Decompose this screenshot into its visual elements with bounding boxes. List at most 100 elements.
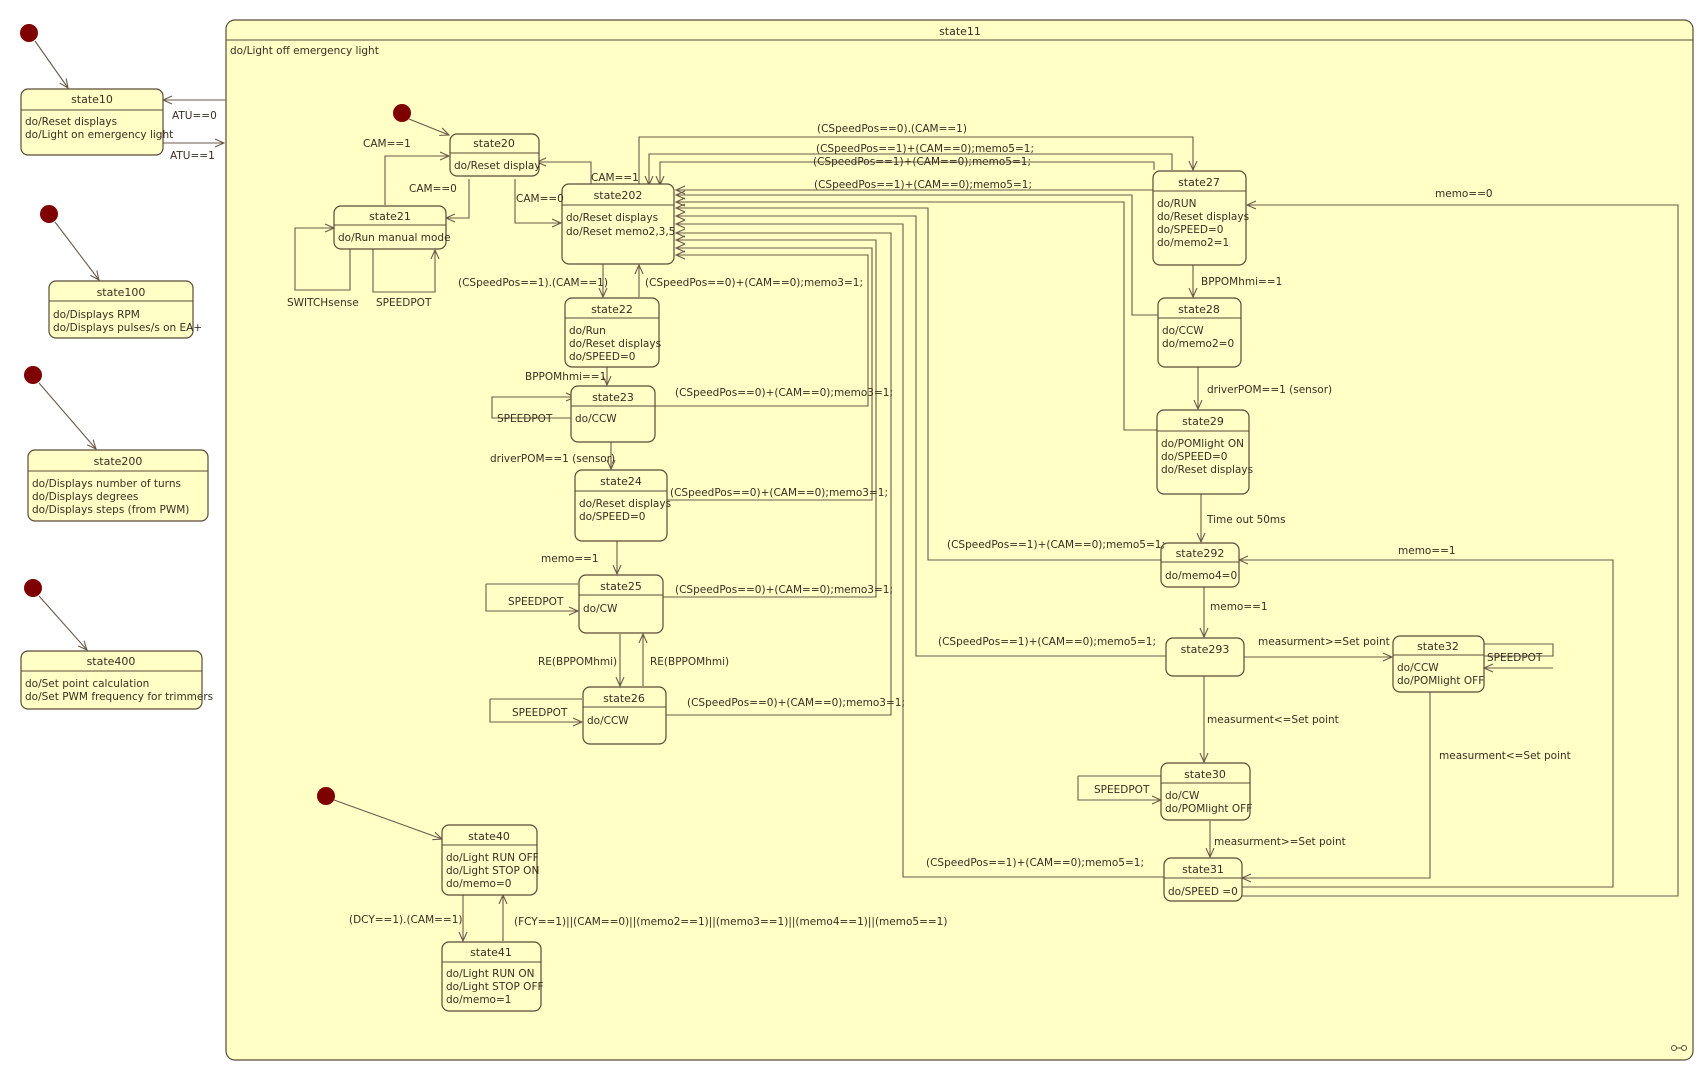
state293-title: state293 xyxy=(1181,643,1230,656)
state11-title: state11 xyxy=(939,25,981,38)
label-memo1-state25: memo==1 xyxy=(541,553,599,565)
label-memo1-state293: memo==1 xyxy=(1210,601,1268,613)
state-box-state22[interactable]: state22 do/Run do/Reset displays do/SPEE… xyxy=(564,297,661,368)
label-driverpom-state24: driverPOM==1 (sensor) xyxy=(490,453,615,465)
state28-title: state28 xyxy=(1178,303,1220,316)
state-box-state200[interactable]: state200 do/Displays number of turns do/… xyxy=(27,449,209,522)
label-fcy: (FCY==1)||(CAM==0)||(memo2==1)||(memo3==… xyxy=(514,916,947,928)
state22-title: state22 xyxy=(591,303,633,316)
label-cspeed1-memo5-state31: (CSpeedPos==1)+(CAM==0);memo5=1; xyxy=(926,857,1144,869)
state200-action-2: do/Displays degrees xyxy=(32,491,138,503)
label-top-cspeed0-cam1: (CSpeedPos==0).(CAM==1) xyxy=(817,123,967,135)
label-atu0: ATU==0 xyxy=(172,110,217,122)
state-box-state100[interactable]: state100 do/Displays RPM do/Displays pul… xyxy=(48,280,202,339)
label-cspeed0-memo3-state25: (CSpeedPos==0)+(CAM==0);memo3=1; xyxy=(675,584,893,596)
label-cspeed0-memo3-state26: (CSpeedPos==0)+(CAM==0);memo3=1; xyxy=(687,697,905,709)
label-cspeed0-memo3-state24: (CSpeedPos==0)+(CAM==0);memo3=1; xyxy=(670,487,888,499)
state-box-state41[interactable]: state41 do/Light RUN ON do/Light STOP OF… xyxy=(441,941,544,1012)
state-box-state28[interactable]: state28 do/CCW do/memo2=0 xyxy=(1157,297,1242,368)
state25-title: state25 xyxy=(600,580,642,593)
label-cspeed0-memo3-state22: (CSpeedPos==0)+(CAM==0);memo3=1; xyxy=(645,277,863,289)
signal-speedpot-state32: SPEEDPOT xyxy=(1487,652,1543,664)
label-cspeed1-cam1: (CSpeedPos==1).(CAM==1) xyxy=(458,277,608,289)
state30-action-1: do/CW xyxy=(1165,790,1200,802)
state29-title: state29 xyxy=(1182,415,1224,428)
initial-state-40[interactable] xyxy=(317,787,335,805)
state-box-state293[interactable]: state293 xyxy=(1165,637,1245,677)
signal-speedpot-state25: SPEEDPOT xyxy=(508,596,564,608)
signal-speedpot-state23: SPEEDPOT xyxy=(497,413,553,425)
label-cam1-state202: CAM==1 xyxy=(591,172,639,184)
label-meas-le-state30: measurment<=Set point xyxy=(1207,714,1339,726)
state31-title: state31 xyxy=(1182,863,1224,876)
state-box-state23[interactable]: state23 do/CCW xyxy=(570,385,656,443)
label-driverpom-state29: driverPOM==1 (sensor) xyxy=(1207,384,1332,396)
state292-title: state292 xyxy=(1176,547,1225,560)
state-box-state400[interactable]: state400 do/Set point calculation do/Set… xyxy=(20,650,213,710)
state400-action-2: do/Set PWM frequency for trimmers xyxy=(25,691,213,703)
label-memo0: memo==0 xyxy=(1435,188,1493,200)
signal-speedpot-state26: SPEEDPOT xyxy=(512,707,568,719)
state23-title: state23 xyxy=(592,391,634,404)
state41-title: state41 xyxy=(470,946,512,959)
state-box-state292[interactable]: state292 do/memo4=0 xyxy=(1160,542,1240,588)
state202-action-2: do/Reset memo2,3,5 xyxy=(566,226,675,238)
state-box-state27[interactable]: state27 do/RUN do/Reset displays do/SPEE… xyxy=(1152,170,1249,266)
state10-action-1: do/Reset displays xyxy=(25,116,117,128)
initial-state-10[interactable] xyxy=(20,24,38,42)
state100-title: state100 xyxy=(97,286,146,299)
state-box-state30[interactable]: state30 do/CW do/POMlight OFF xyxy=(1160,762,1252,821)
initial-state-400[interactable] xyxy=(24,579,42,597)
state200-title: state200 xyxy=(94,455,143,468)
state-box-state25[interactable]: state25 do/CW xyxy=(578,574,664,634)
label-meas-le-state31: measurment<=Set point xyxy=(1439,750,1571,762)
state-box-state32[interactable]: state32 do/CCW do/POMlight OFF xyxy=(1392,635,1485,693)
state10-title: state10 xyxy=(71,93,113,106)
state202-title: state202 xyxy=(594,189,643,202)
label-dcy: (DCY==1).(CAM==1) xyxy=(349,914,463,926)
state30-title: state30 xyxy=(1184,768,1226,781)
label-top-cspeed1-memo5-c: (CSpeedPos==1)+(CAM==0);memo5=1; xyxy=(814,179,1032,191)
initial-state-20[interactable] xyxy=(393,104,411,122)
state32-action-2: do/POMlight OFF xyxy=(1397,675,1484,687)
state24-action-2: do/SPEED=0 xyxy=(579,511,645,523)
state11-composite[interactable]: state11 do/Light off emergency light xyxy=(225,19,1694,1061)
label-cspeed1-memo5-state292: (CSpeedPos==1)+(CAM==0);memo5=1; xyxy=(947,539,1165,551)
label-timeout: Time out 50ms xyxy=(1206,514,1286,526)
state-box-state31[interactable]: state31 do/SPEED =0 xyxy=(1163,857,1243,902)
state22-action-1: do/Run xyxy=(569,325,606,337)
state27-action-1: do/RUN xyxy=(1157,198,1196,210)
state-box-state26[interactable]: state26 do/CCW xyxy=(582,686,667,745)
state29-action-1: do/POMlight ON xyxy=(1161,438,1244,450)
state40-title: state40 xyxy=(468,830,510,843)
state20-title: state20 xyxy=(473,137,515,150)
label-memo1-state292: memo==1 xyxy=(1398,545,1456,557)
label-cspeed0-memo3-state23: (CSpeedPos==0)+(CAM==0);memo3=1; xyxy=(675,387,893,399)
state200-action-3: do/Displays steps (from PWM) xyxy=(32,504,189,516)
state-box-state21[interactable]: state21 do/Run manual mode xyxy=(333,205,451,250)
state400-action-1: do/Set point calculation xyxy=(25,678,149,690)
state27-action-4: do/memo2=1 xyxy=(1157,237,1229,249)
state29-action-3: do/Reset displays xyxy=(1161,464,1253,476)
state-box-state24[interactable]: state24 do/Reset displays do/SPEED=0 xyxy=(574,469,671,542)
label-atu1: ATU==1 xyxy=(170,150,215,162)
state11-action: do/Light off emergency light xyxy=(230,45,379,57)
state200-action-1: do/Displays number of turns xyxy=(32,478,181,490)
state32-title: state32 xyxy=(1417,640,1459,653)
initial-state-100[interactable] xyxy=(40,205,58,223)
initial-state-200[interactable] xyxy=(24,366,42,384)
state30-action-2: do/POMlight OFF xyxy=(1165,803,1252,815)
state27-action-2: do/Reset displays xyxy=(1157,211,1249,223)
transition-edges xyxy=(34,40,1679,941)
state40-action-1: do/Light RUN OFF xyxy=(446,852,539,864)
state-box-state20[interactable]: state20 do/Reset display xyxy=(449,133,541,177)
label-meas-ge-state32: measurment>=Set point xyxy=(1258,636,1390,648)
state22-action-3: do/SPEED=0 xyxy=(569,351,635,363)
state-box-state10[interactable]: state10 do/Reset displays do/Light on em… xyxy=(20,88,173,156)
state-box-state40[interactable]: state40 do/Light RUN OFF do/Light STOP O… xyxy=(441,824,539,896)
state-box-state202[interactable]: state202 do/Reset displays do/Reset memo… xyxy=(561,183,675,265)
state29-action-2: do/SPEED=0 xyxy=(1161,451,1227,463)
signal-speedpot-state30: SPEEDPOT xyxy=(1094,784,1150,796)
state-box-state29[interactable]: state29 do/POMlight ON do/SPEED=0 do/Res… xyxy=(1156,409,1253,495)
